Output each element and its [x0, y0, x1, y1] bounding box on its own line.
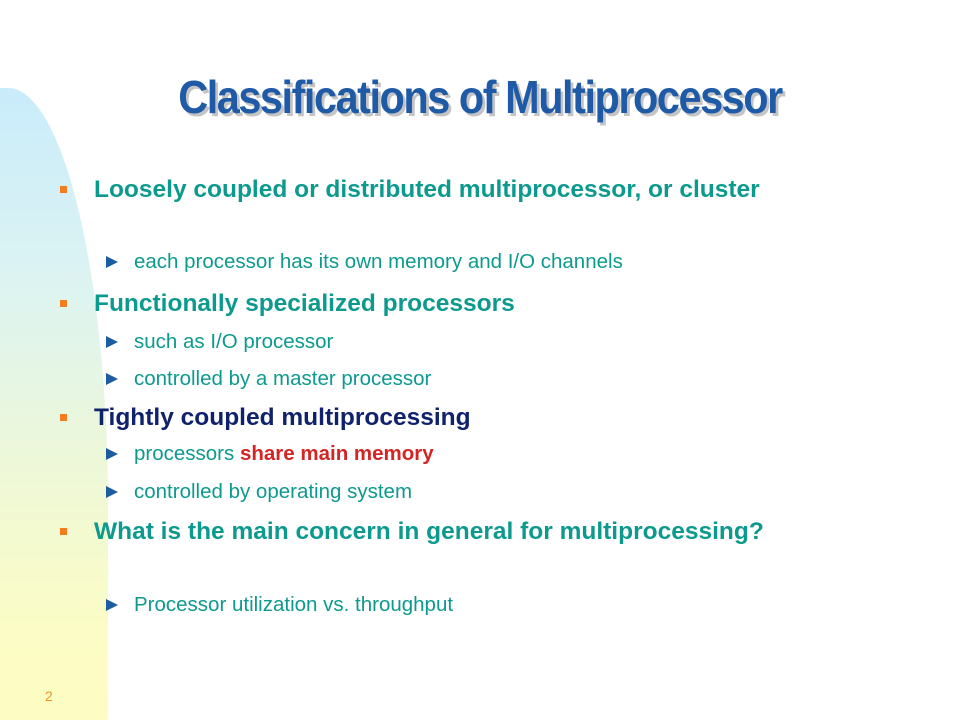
sub-bullet-utilization: Processor utilization vs. throughput — [106, 591, 914, 619]
page-number: 2 — [45, 688, 53, 704]
blue-arrow-bullet-icon — [106, 336, 118, 348]
orange-square-bullet-icon — [60, 186, 67, 193]
sub-bullet-text: each processor has its own memory and I/… — [134, 250, 623, 273]
emphasis-text: share main memory — [239, 442, 434, 465]
bullet-text: Functionally specialized processors — [94, 290, 515, 317]
orange-square-bullet-icon — [60, 528, 67, 535]
blue-arrow-bullet-icon — [106, 256, 118, 268]
blue-arrow-bullet-icon — [106, 373, 118, 385]
bullet-functionally-specialized: Functionally specialized processors — [60, 287, 894, 320]
sub-bullet-io-processor: such as I/O processor — [106, 328, 914, 356]
bullet-text: Loosely coupled or distributed multiproc… — [94, 176, 760, 203]
sub-bullet-text: Processor utilization vs. throughput — [134, 593, 454, 616]
slide-title: Classifications of Multiprocessor — [178, 71, 783, 123]
bullet-loosely-coupled: Loosely coupled or distributed multiproc… — [60, 173, 894, 206]
blue-arrow-bullet-icon — [106, 486, 118, 498]
bullet-text: Tightly coupled multiprocessing — [94, 404, 471, 431]
sub-bullet-operating-system: controlled by operating system — [106, 478, 914, 506]
bullet-tightly-coupled: Tightly coupled multiprocessing — [60, 401, 894, 434]
sub-bullet-text: controlled by operating system — [134, 480, 413, 503]
sub-bullet-text: controlled by a master processor — [134, 367, 432, 390]
orange-square-bullet-icon — [60, 300, 67, 307]
sub-bullet-share-memory: processors share main memory — [106, 440, 914, 468]
bullet-main-concern: What is the main concern in general for … — [60, 515, 894, 548]
sub-bullet-master-processor: controlled by a master processor — [106, 365, 914, 393]
sub-bullet-text-before: processors — [134, 442, 240, 465]
sub-bullet-own-memory: each processor has its own memory and I/… — [106, 248, 914, 276]
orange-square-bullet-icon — [60, 414, 67, 421]
blue-arrow-bullet-icon — [106, 448, 118, 460]
blue-arrow-bullet-icon — [106, 599, 118, 611]
bullet-text: What is the main concern in general for … — [94, 518, 764, 545]
sub-bullet-text: such as I/O processor — [134, 330, 334, 353]
